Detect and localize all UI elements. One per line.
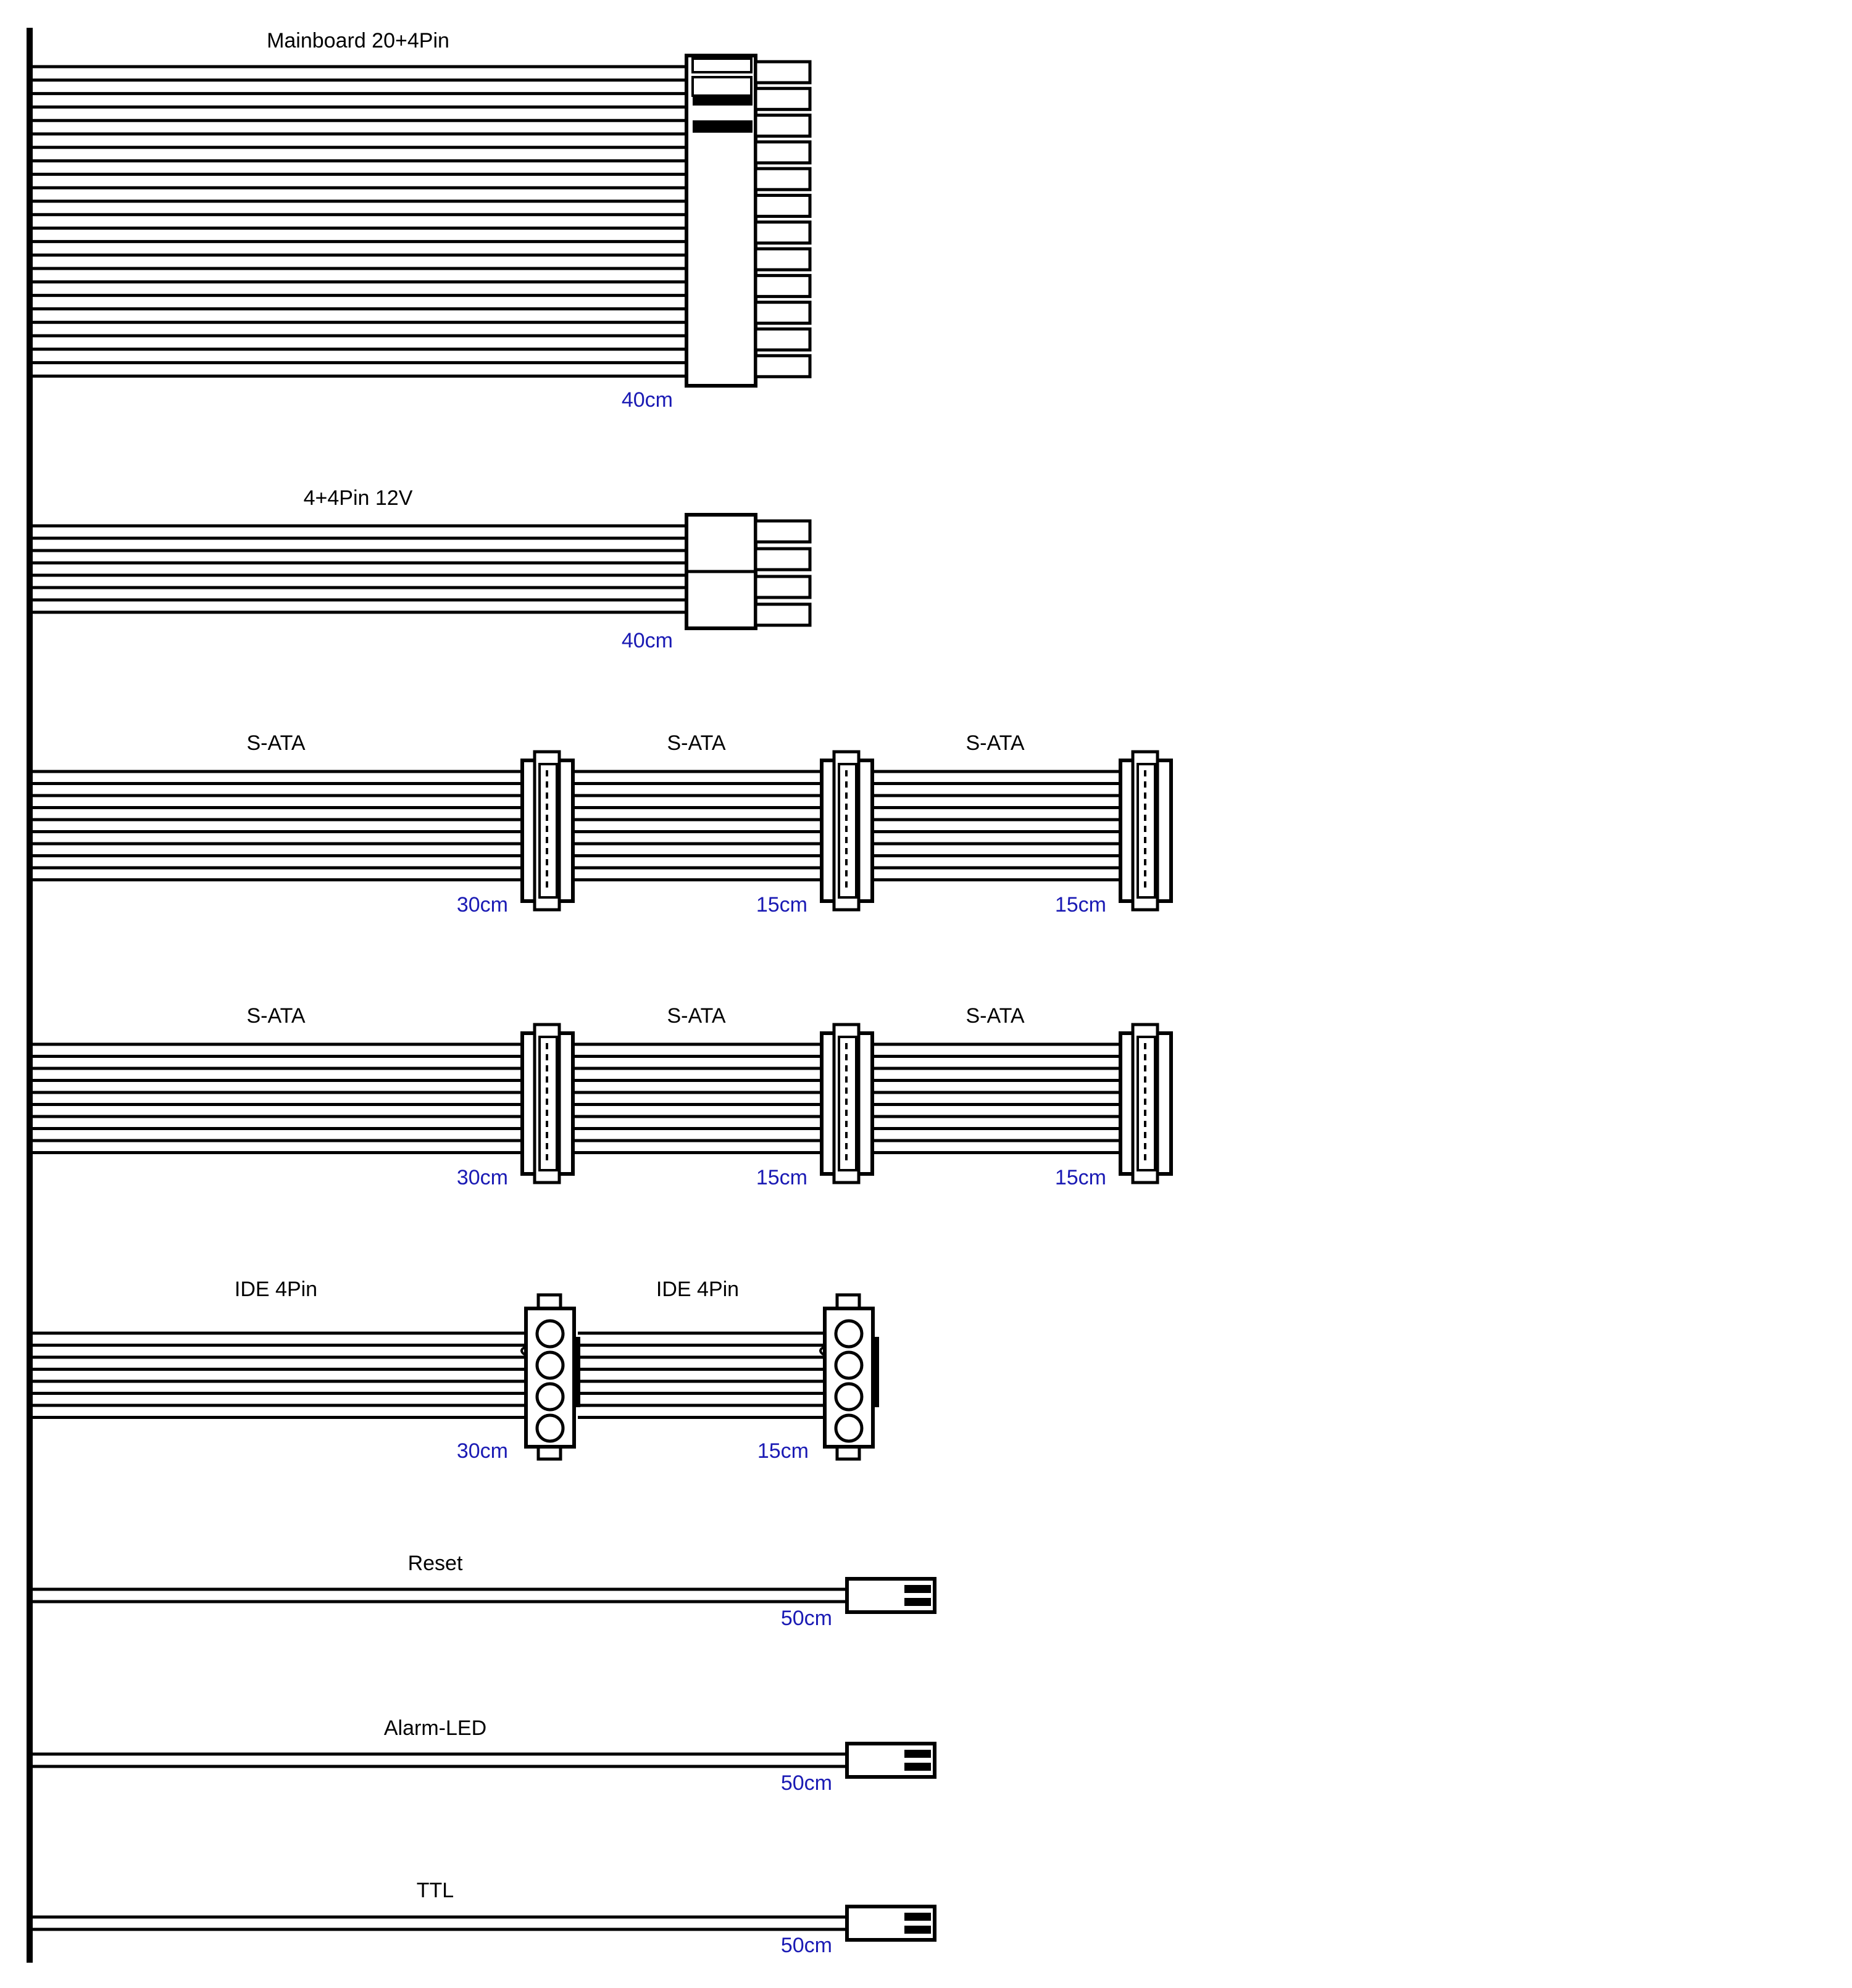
ide-connectors xyxy=(520,1293,879,1461)
latch xyxy=(691,57,753,73)
molex-pin-hole xyxy=(535,1350,565,1380)
pin-stub xyxy=(754,547,812,572)
molex-pin-hole xyxy=(834,1319,864,1349)
molex-pin-hole xyxy=(535,1319,565,1349)
two-pin-contact xyxy=(904,1598,931,1606)
connector-body xyxy=(685,54,757,388)
ide-cable: IDE 4Pin IDE 4Pin 30cm 15cm xyxy=(33,1278,879,1463)
ide-label-1: IDE 4Pin xyxy=(235,1278,317,1301)
eps-label: 4+4Pin 12V xyxy=(304,486,413,510)
sata2-length-2: 15cm xyxy=(756,1166,807,1189)
two-pin-housing xyxy=(845,1577,936,1614)
molex-hook xyxy=(819,1345,826,1357)
mainboard-connector xyxy=(685,54,812,388)
latch xyxy=(691,76,753,97)
eps-connector xyxy=(685,513,812,630)
pin-stub xyxy=(754,114,812,138)
pin-stub xyxy=(754,519,812,544)
eps-length: 40cm xyxy=(622,629,673,652)
key-bar xyxy=(693,120,753,133)
sata1-label-3: S-ATA xyxy=(966,731,1024,755)
pin-stub xyxy=(754,327,812,352)
sata2-connectors xyxy=(520,1023,1173,1184)
reset-connector xyxy=(845,1577,936,1614)
eps-wires xyxy=(33,524,686,614)
pin-stub xyxy=(754,167,812,191)
sata-cable-2: S-ATA S-ATA S-ATA 30cm 15cm 15cm xyxy=(33,1004,1173,1189)
pin-stub xyxy=(754,194,812,218)
molex-latch xyxy=(872,1337,879,1407)
sata-cable-1: S-ATA S-ATA S-ATA 30cm 15cm 15cm xyxy=(33,731,1173,917)
pin-stub xyxy=(754,602,812,627)
mainboard-label: Mainboard 20+4Pin xyxy=(267,29,449,52)
molex-pin-hole xyxy=(834,1382,864,1412)
pin-stub xyxy=(754,301,812,325)
pin-stub xyxy=(754,273,812,298)
two-pin-housing xyxy=(845,1905,936,1942)
sata1-length-1: 30cm xyxy=(457,893,508,917)
sata2-wires xyxy=(33,1042,1119,1154)
sata1-length-2: 15cm xyxy=(756,893,807,917)
two-pin-contact xyxy=(904,1926,931,1934)
ide-wires xyxy=(33,1331,824,1419)
sata2-length-1: 30cm xyxy=(457,1166,508,1189)
mainboard-wires xyxy=(33,65,686,378)
sata1-label-2: S-ATA xyxy=(667,731,725,755)
ttl-cable: TTL 50cm xyxy=(33,1879,936,1957)
molex-pin-hole xyxy=(535,1413,565,1443)
molex-pin-hole xyxy=(834,1350,864,1380)
ttl-connector xyxy=(845,1905,936,1942)
ttl-label: TTL xyxy=(417,1879,454,1902)
pin-stub xyxy=(754,354,812,378)
two-pin-contact xyxy=(904,1913,931,1921)
key-bar xyxy=(693,94,753,106)
pin-stub xyxy=(754,220,812,245)
alarm-led-label: Alarm-LED xyxy=(384,1716,486,1740)
molex-latch xyxy=(573,1337,580,1407)
molex-pin-hole xyxy=(535,1382,565,1412)
reset-label: Reset xyxy=(408,1552,463,1575)
reset-cable: Reset 50cm xyxy=(33,1552,936,1630)
ide-length-1: 30cm xyxy=(457,1439,508,1463)
reset-length: 50cm xyxy=(781,1607,832,1630)
sata2-length-3: 15cm xyxy=(1055,1166,1106,1189)
ttl-wires xyxy=(33,1915,847,1931)
alarm-led-length: 50cm xyxy=(781,1771,832,1795)
sata2-label-1: S-ATA xyxy=(246,1004,305,1028)
pin-stub xyxy=(754,60,812,85)
two-pin-contact xyxy=(904,1585,931,1593)
alarm-led-connector xyxy=(845,1742,936,1779)
ttl-length: 50cm xyxy=(781,1934,832,1957)
pin-stub xyxy=(754,575,812,599)
sata1-connectors xyxy=(520,750,1173,912)
mainboard-cable: Mainboard 20+4Pin 40cm xyxy=(33,29,812,412)
reset-wires xyxy=(33,1587,847,1603)
mainboard-length: 40cm xyxy=(622,388,673,412)
pin-stub xyxy=(754,247,812,272)
two-pin-housing xyxy=(845,1742,936,1779)
molex-hook xyxy=(520,1345,527,1357)
alarm-led-cable: Alarm-LED 50cm xyxy=(33,1716,936,1795)
ide-label-2: IDE 4Pin xyxy=(656,1278,739,1301)
two-pin-contact xyxy=(904,1763,931,1771)
sata2-label-3: S-ATA xyxy=(966,1004,1024,1028)
pin-stub xyxy=(754,140,812,165)
pin-stub xyxy=(754,86,812,111)
sata1-wires xyxy=(33,770,1119,881)
molex-pin-hole xyxy=(834,1413,864,1443)
sata1-length-3: 15cm xyxy=(1055,893,1106,917)
two-pin-contact xyxy=(904,1750,931,1758)
sata1-label-1: S-ATA xyxy=(246,731,305,755)
eps-cable: 4+4Pin 12V 40cm xyxy=(33,486,812,652)
sata2-label-2: S-ATA xyxy=(667,1004,725,1028)
ide-length-2: 15cm xyxy=(757,1439,809,1463)
alarm-led-wires xyxy=(33,1752,847,1768)
